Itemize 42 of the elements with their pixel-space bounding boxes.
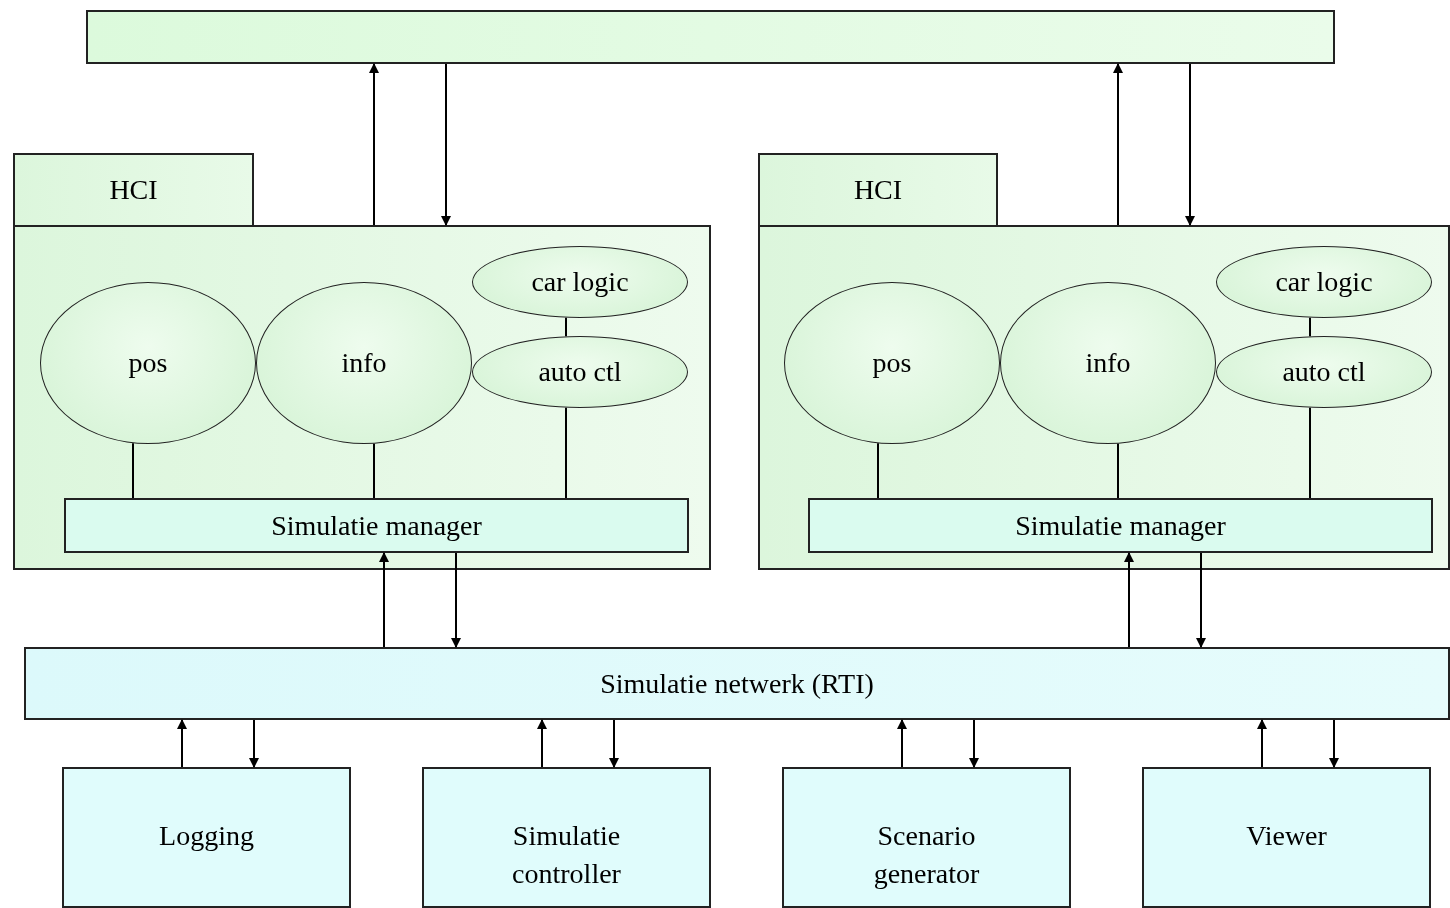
process-box: Simulatie manager	[808, 498, 1433, 553]
folder-tab: HCI	[758, 153, 998, 225]
arrow	[1196, 552, 1206, 648]
ellipse-node: pos	[40, 282, 256, 444]
connector-line	[1117, 442, 1119, 499]
ellipse-node: info	[1000, 282, 1216, 444]
process-box: Simulatie manager	[64, 498, 689, 553]
arrow	[969, 719, 979, 768]
arrow	[441, 63, 451, 226]
arrow	[249, 719, 259, 768]
bar-box: Simulatie netwerk (RTI)	[24, 647, 1450, 720]
connector-line	[565, 316, 567, 338]
arrow	[609, 719, 619, 768]
ellipse-node: car logic	[472, 246, 688, 318]
arrow	[897, 719, 907, 768]
connector-line	[373, 442, 375, 499]
connector-line	[877, 442, 879, 499]
arrow	[1113, 63, 1123, 226]
arrow	[369, 63, 379, 226]
connector-line	[1309, 316, 1311, 338]
ellipse-node: car logic	[1216, 246, 1432, 318]
arrow	[1329, 719, 1339, 768]
folder-tab: HCI	[13, 153, 254, 225]
arrow	[177, 719, 187, 768]
arrow	[1257, 719, 1267, 768]
arrow	[1124, 552, 1134, 648]
process-box: Scenario generator	[782, 767, 1071, 908]
process-box: Simulatie controller	[422, 767, 711, 908]
connector-line	[565, 406, 567, 499]
arrow	[451, 552, 461, 648]
ellipse-node: auto ctl	[472, 336, 688, 408]
connector-line	[1309, 406, 1311, 499]
arrow	[1185, 63, 1195, 226]
ellipse-node: info	[256, 282, 472, 444]
connector-line	[132, 442, 134, 499]
bar-box	[86, 10, 1335, 64]
arrow	[537, 719, 547, 768]
process-box: Viewer	[1142, 767, 1431, 908]
process-box: Logging	[62, 767, 351, 908]
ellipse-node: pos	[784, 282, 1000, 444]
ellipse-node: auto ctl	[1216, 336, 1432, 408]
arrow	[379, 552, 389, 648]
